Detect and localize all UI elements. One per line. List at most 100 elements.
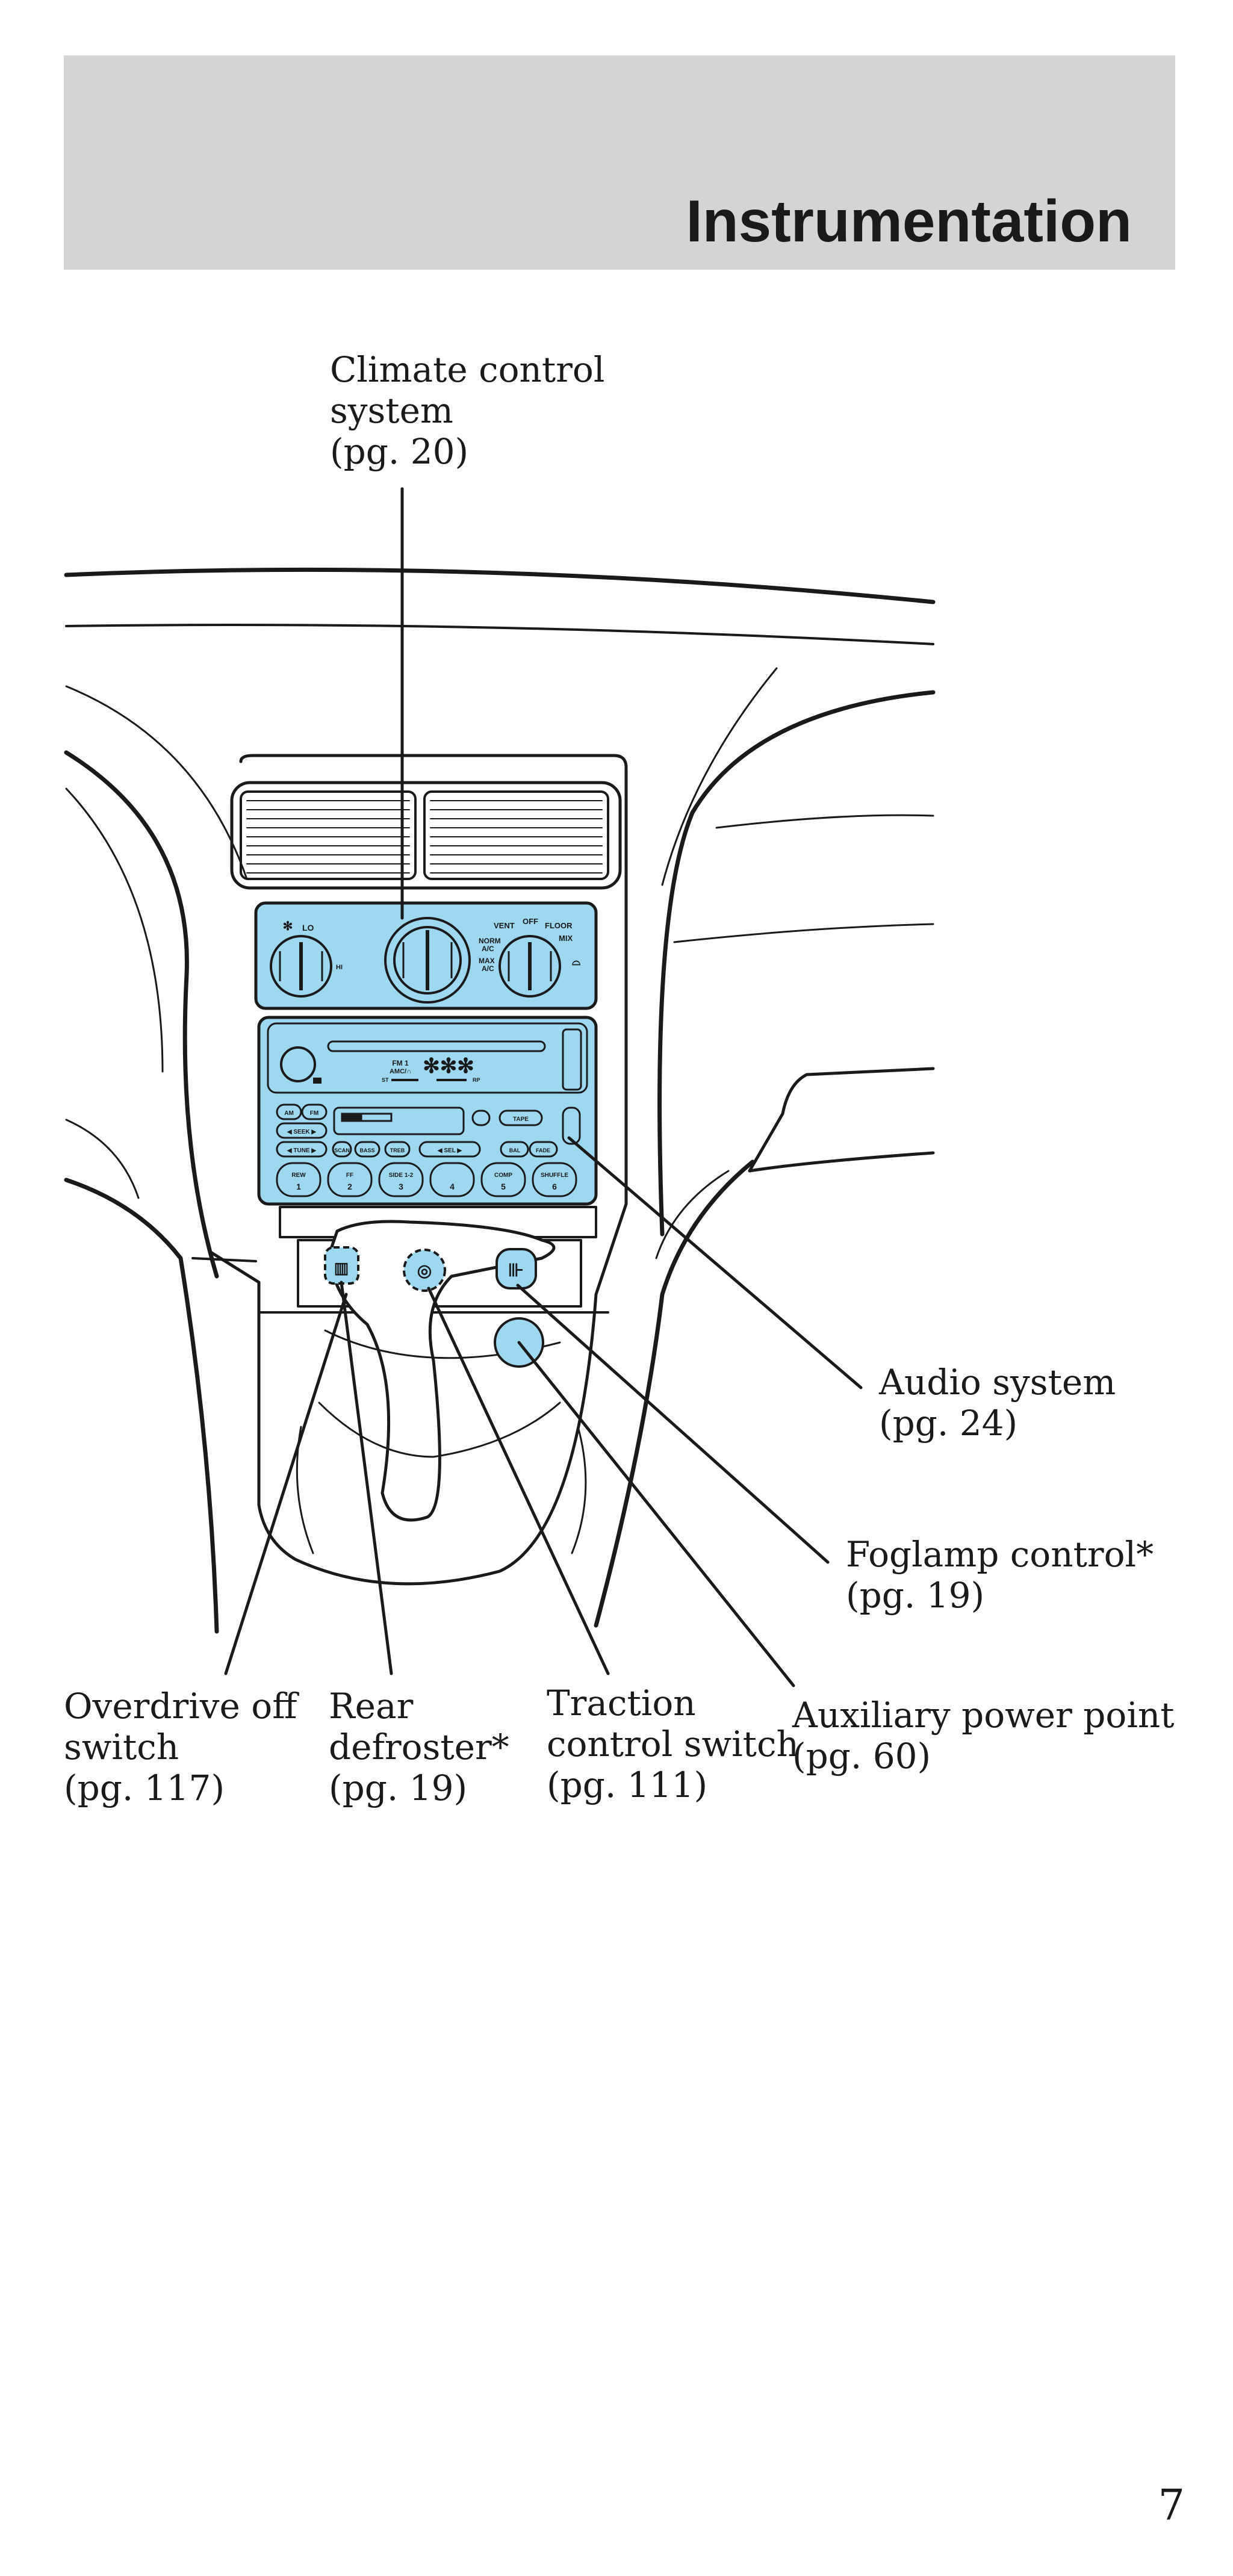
leader-overdrive <box>224 1293 348 1675</box>
btn-sel: ◀ SEL ▶ <box>437 1147 463 1154</box>
preset-3: 3 <box>399 1182 403 1191</box>
callout-line: (pg. 19) <box>846 1575 985 1616</box>
display-st: ST <box>382 1077 389 1083</box>
callout-line: (pg. 117) <box>64 1768 225 1808</box>
label-hi: HI <box>336 964 343 971</box>
btn-seek: ◀ SEEK ▶ <box>287 1129 317 1135</box>
leader-audio <box>567 1136 863 1389</box>
center-stack-outline <box>209 754 628 1586</box>
stack-left-notch <box>191 1257 257 1262</box>
callout-line: Climate control <box>330 349 605 390</box>
page-number: 7 <box>1158 2480 1185 2530</box>
left-console-edge <box>64 750 219 1279</box>
btn-treb: TREB <box>390 1147 405 1153</box>
power-volume-knob <box>280 1046 316 1082</box>
display-rp: RP <box>473 1077 480 1083</box>
vent-frame <box>230 781 622 890</box>
dash-top-line <box>64 567 936 604</box>
callout-line: (pg. 111) <box>547 1764 708 1805</box>
label-ac: A/C <box>482 945 494 953</box>
callout-line: switch <box>64 1727 179 1768</box>
defrost-icon: ⌓ <box>572 955 580 967</box>
btn-am: AM <box>284 1110 294 1117</box>
callout-line: control switch <box>547 1724 799 1764</box>
preset-2: 2 <box>347 1182 352 1191</box>
traction-control-icon <box>403 1249 446 1292</box>
btn-ff: FF <box>346 1172 353 1179</box>
btn-side: SIDE 1-2 <box>389 1172 414 1179</box>
right-line-2 <box>673 923 934 943</box>
cd-slot <box>327 1040 546 1052</box>
display-digits: ✻✻✻ <box>423 1055 474 1078</box>
leader-foglamp <box>516 1283 830 1564</box>
vent-slats <box>246 800 603 874</box>
traction-symbol: ◎ <box>417 1261 432 1280</box>
audio-panel: FM 1 AMC/∩ ✻✻✻ ST RP <box>257 1016 598 1206</box>
callout-line: Auxiliary power point <box>792 1695 1175 1736</box>
leader-defroster <box>340 1280 393 1675</box>
preset-4: 4 <box>450 1182 455 1191</box>
btn-scan: SCAN <box>334 1147 350 1153</box>
callout-line: Foglamp control* <box>846 1534 1154 1575</box>
preset-1: 1 <box>296 1182 301 1191</box>
display-fm1: FM 1 <box>392 1059 409 1067</box>
page-title: Instrumentation <box>686 188 1132 254</box>
callout-line: Audio system <box>879 1362 1116 1403</box>
callout-line: (pg. 19) <box>329 1768 468 1808</box>
right-lower-arc <box>655 1170 730 1259</box>
preset-6: 6 <box>552 1182 557 1191</box>
foglamp-symbol: ⊪ <box>508 1261 524 1280</box>
callout-line: Overdrive off <box>64 1686 297 1727</box>
btn-tune: ◀ TUNE ▶ <box>287 1147 317 1154</box>
callout-audio: Audio system (pg. 24) <box>879 1362 1116 1444</box>
display-amc: AMC/∩ <box>390 1068 411 1075</box>
callout-overdrive: Overdrive off switch (pg. 117) <box>64 1686 297 1808</box>
label-floor: FLOOR <box>545 921 573 930</box>
left-lower-arc <box>65 1119 140 1199</box>
callout-foglamp: Foglamp control* (pg. 19) <box>846 1534 1154 1616</box>
fan-icon: ✻ <box>283 920 293 933</box>
left-inner-edge <box>65 787 164 1073</box>
vent-left <box>240 790 417 880</box>
btn-bass: BASS <box>359 1147 374 1153</box>
btn-tape: TAPE <box>513 1116 529 1123</box>
preset-5: 5 <box>501 1182 506 1191</box>
right-upper-arc <box>661 667 778 886</box>
climate-panel: ✻ LO HI VENT OFF FLOOR NORM A/C MIX MAX … <box>254 901 598 1010</box>
callout-line: system <box>330 390 453 431</box>
shift-boot-right <box>571 1426 587 1554</box>
callout-line: Rear <box>329 1686 414 1727</box>
callout-line: defroster* <box>329 1727 509 1768</box>
callout-line: (pg. 20) <box>330 431 469 472</box>
btn-fm: FM <box>310 1110 318 1117</box>
callout-climate: Climate control system (pg. 20) <box>330 349 604 472</box>
right-lower-edge <box>594 1159 755 1628</box>
gear-selector-lever <box>328 1220 556 1522</box>
label-norm: NORM <box>479 937 501 945</box>
label-max: MAX <box>479 957 495 965</box>
leader-traction <box>427 1286 610 1675</box>
btn-comp: COMP <box>494 1172 512 1179</box>
right-console-edge <box>657 690 936 1237</box>
vent-right <box>423 790 609 880</box>
dash-second-line <box>65 624 934 645</box>
label-mix: MIX <box>559 934 573 943</box>
left-cluster-arc <box>65 685 248 880</box>
foglamp-icon <box>495 1248 537 1290</box>
label-vent: VENT <box>494 921 515 930</box>
btn-bal: BAL <box>509 1147 521 1153</box>
btn-fade: FADE <box>536 1147 550 1153</box>
shift-boot-mid <box>318 1401 561 1458</box>
right-line-1 <box>715 814 934 829</box>
label-off: OFF <box>523 917 538 926</box>
right-vent-shape <box>748 1067 935 1173</box>
label-ac2: A/C <box>482 964 494 973</box>
callout-traction: Traction control switch (pg. 111) <box>547 1683 799 1805</box>
header-band: Instrumentation <box>64 55 1175 270</box>
btn-shuffle: SHUFFLE <box>541 1172 568 1179</box>
defrost-symbol: ▥ <box>334 1259 349 1277</box>
label-lo: LO <box>302 923 314 933</box>
left-lower-edge <box>64 1178 219 1634</box>
callout-line: Traction <box>547 1683 696 1724</box>
